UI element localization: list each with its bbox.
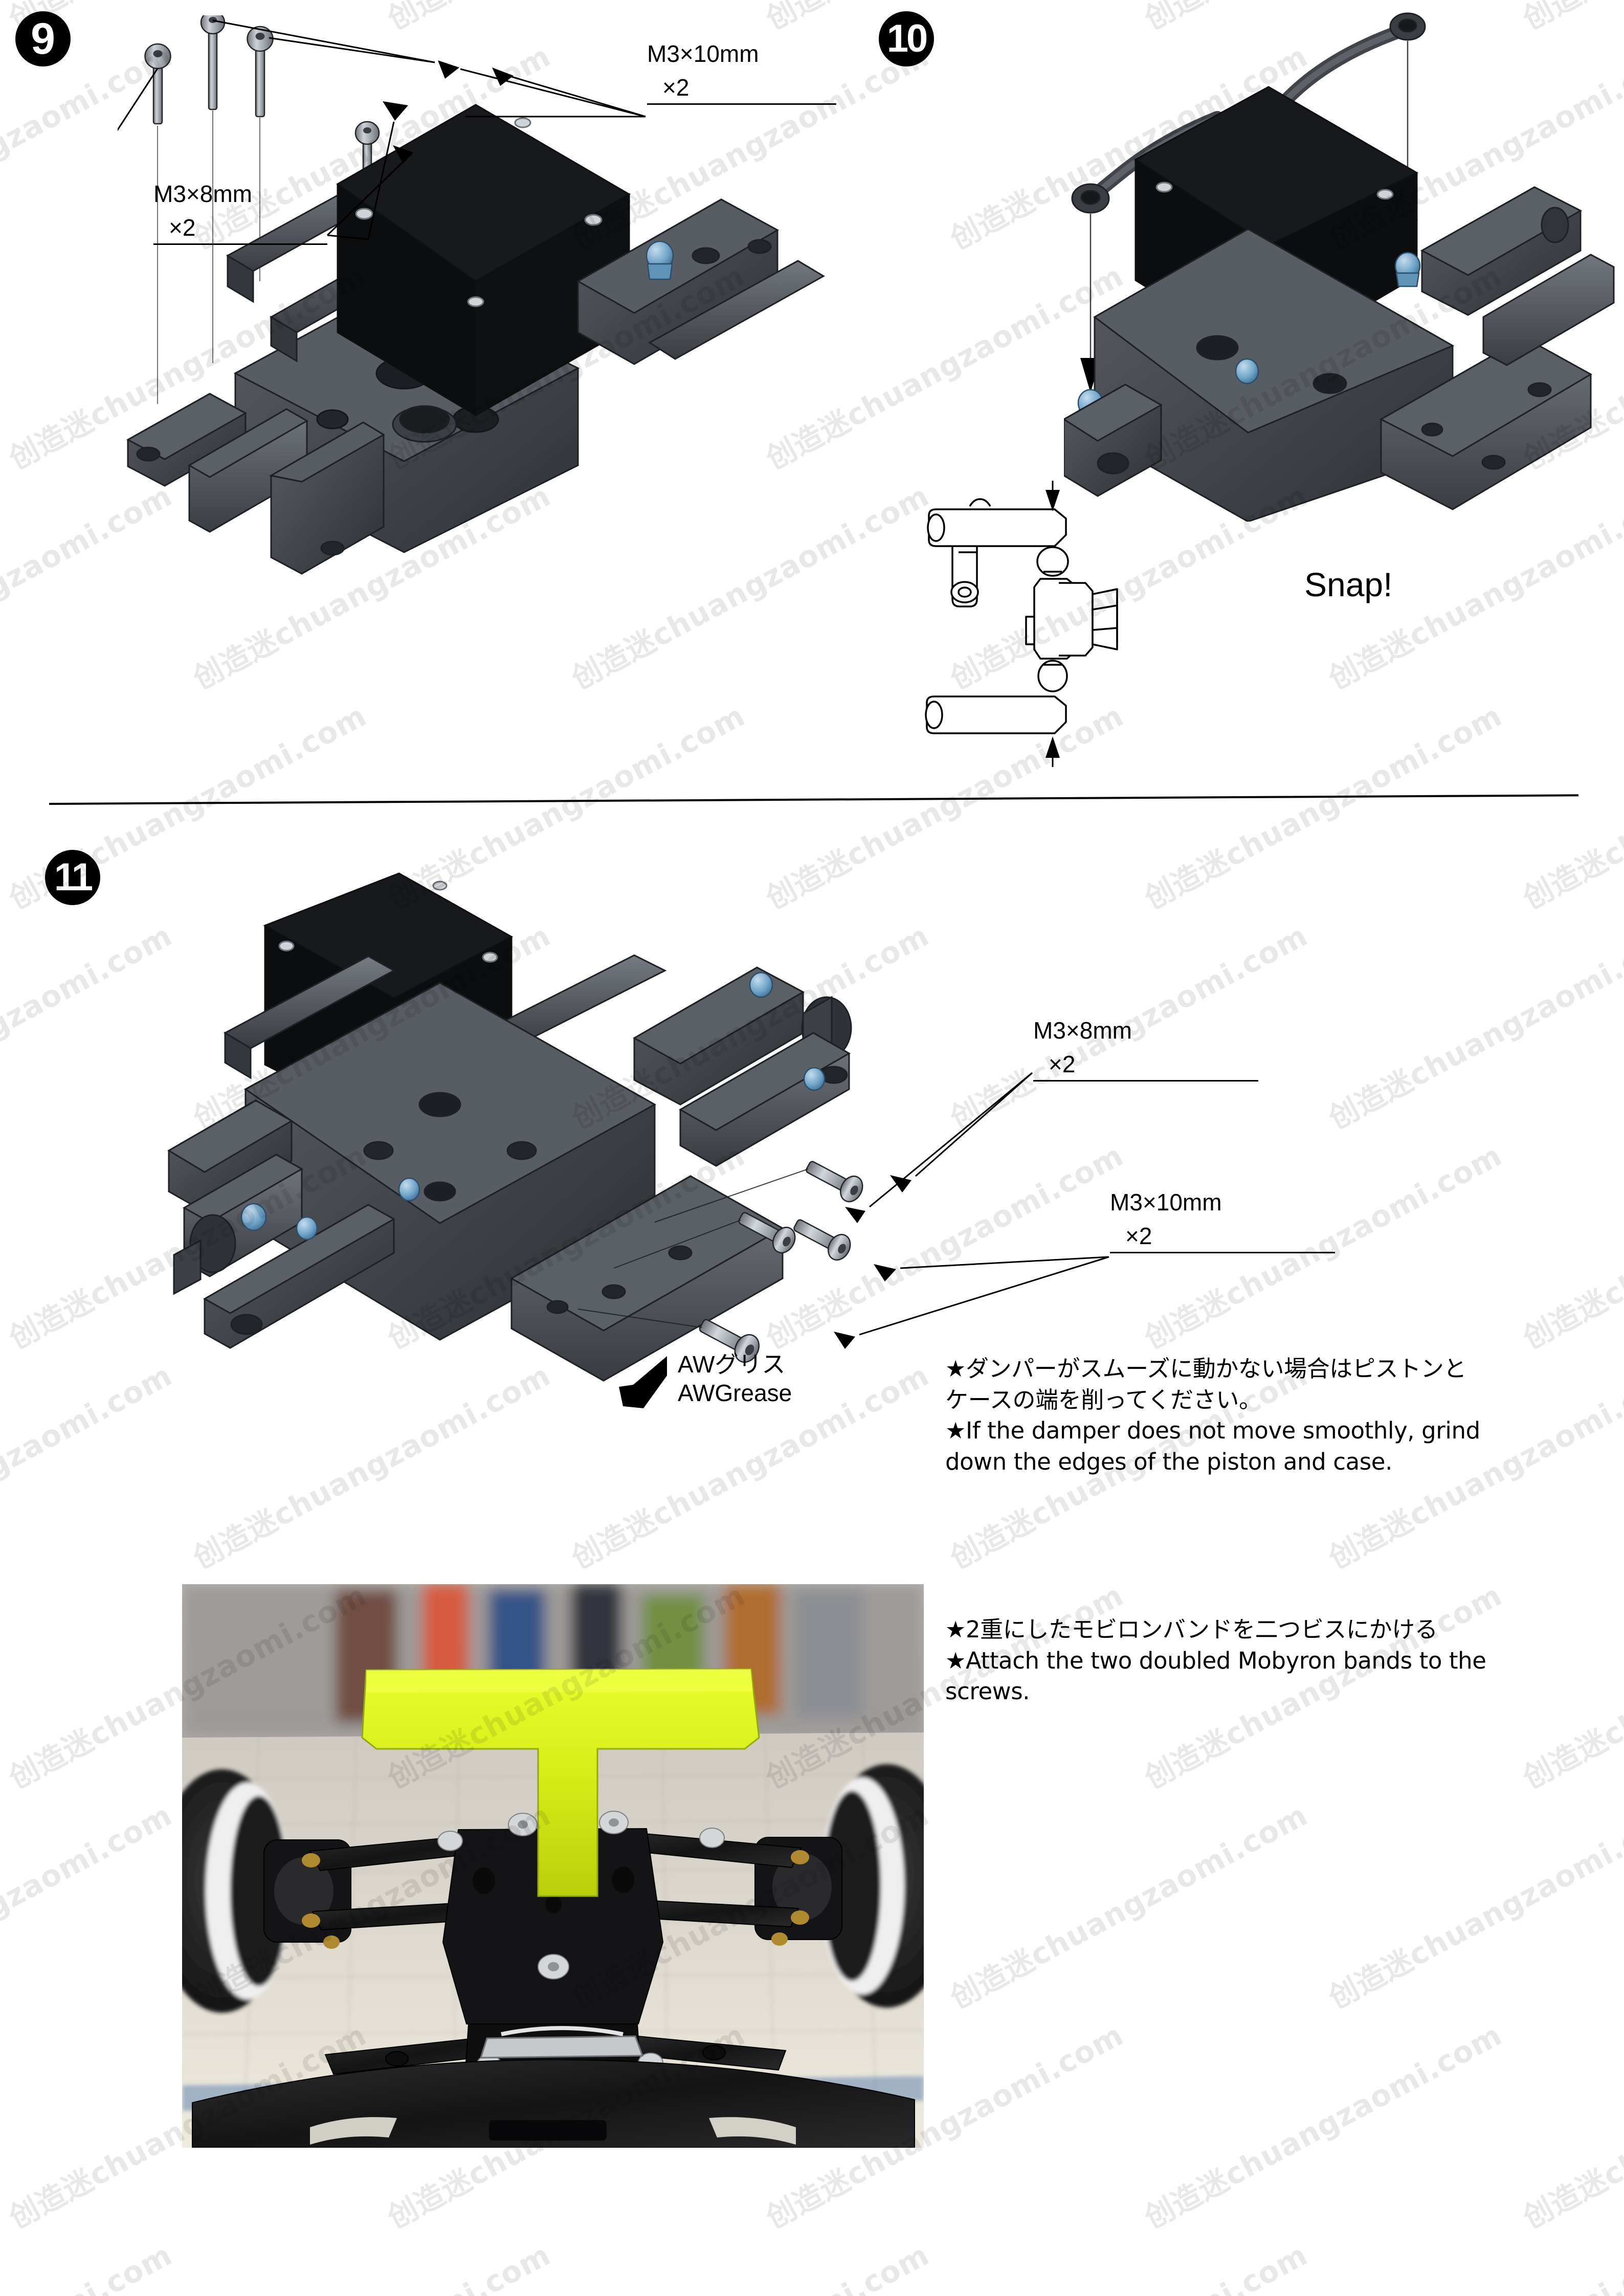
- snap-caption: Snap!: [1304, 566, 1393, 603]
- aw-grease-label-en: AWGrease: [678, 1380, 792, 1407]
- watermark-text: 创造迷chuangzaomi.com: [941, 2231, 1314, 2296]
- callout-rule: [1033, 1080, 1258, 1082]
- callout-qty: ×2: [169, 214, 196, 241]
- watermark-text: 创造迷chuangzaomi.com: [1320, 2231, 1624, 2296]
- watermark-text: 创造迷chuangzaomi.com: [0, 917, 178, 1136]
- watermark-text: 创造迷chuangzaomi.com: [0, 2231, 179, 2296]
- watermark-text: 创造迷chuangzaomi.com: [0, 1357, 178, 1576]
- note-line: down the edges of the piston and case.: [945, 1448, 1392, 1475]
- note-line: ケースの端を削ってください。: [945, 1386, 1262, 1413]
- watermark-text: 创造迷chuangzaomi.com: [1517, 697, 1624, 916]
- callout-label: M3×10mm: [1110, 1189, 1222, 1215]
- watermark-text: 创造迷chuangzaomi.com: [944, 1797, 1314, 2016]
- callout-label: M3×10mm: [647, 40, 759, 67]
- note-line: ★Attach the two doubled Mobyron bands to…: [945, 1647, 1486, 1674]
- step-10-assembly-drawing: [1064, 10, 1616, 522]
- step-badge-9: 9: [15, 11, 71, 66]
- aw-grease-label-ja: AWグリス: [678, 1351, 786, 1378]
- grease-applicator-icon: [619, 1356, 667, 1408]
- callout-qty: ×2: [1125, 1223, 1152, 1249]
- step-11-assembly-drawing: [153, 864, 931, 1437]
- note-line: ★2重にしたモビロンバンドを二つビスにかける: [945, 1616, 1438, 1643]
- watermark-text: 创造迷chuangzaomi.com: [1517, 2017, 1624, 2236]
- watermark-text: 创造迷chuangzaomi.com: [1517, 1137, 1624, 1356]
- note-damper: ★ダンパーがスムーズに動かない場合はピストンと ケースの端を削ってください。 ★…: [945, 1354, 1574, 1478]
- callout-label: M3×8mm: [1033, 1017, 1132, 1044]
- callout-qty: ×2: [1049, 1051, 1076, 1077]
- step-9-assembly-drawing: [118, 15, 834, 619]
- watermark-text: 创造迷chuangzaomi.com: [1139, 2017, 1508, 2236]
- callout-rule: [647, 103, 836, 105]
- callout-rule: [1110, 1252, 1335, 1253]
- watermark-text: 创造迷chuangzaomi.com: [1323, 917, 1624, 1136]
- note-line: ★If the damper does not move smoothly, g…: [945, 1417, 1480, 1444]
- callout-rule: [153, 243, 327, 245]
- callout-qty: ×2: [662, 74, 689, 101]
- watermark-text: 创造迷chuangzaomi.com: [184, 2231, 557, 2296]
- note-line: screws.: [945, 1678, 1030, 1705]
- assembly-reference-photo: [182, 1584, 924, 2148]
- step-badge-11: 11: [45, 850, 100, 905]
- watermark-text: 创造迷chuangzaomi.com: [0, 1797, 178, 2016]
- note-bands: ★2重にしたモビロンバンドを二つビスにかける ★Attach the two d…: [945, 1615, 1574, 1708]
- watermark-text: 创造迷chuangzaomi.com: [1323, 1797, 1624, 2016]
- section-divider: [49, 794, 1578, 805]
- callout-m3x8-step11: M3×8mm ×2: [1033, 1017, 1258, 1082]
- callout-m3x10-step11: M3×10mm ×2: [1110, 1188, 1335, 1253]
- note-line: ★ダンパーがスムーズに動かない場合はピストンと: [945, 1355, 1466, 1382]
- watermark-text: 创造迷chuangzaomi.com: [563, 2231, 936, 2296]
- callout-m3x8-step9: M3×8mm ×2: [153, 180, 327, 245]
- step-badge-10: 10: [879, 11, 934, 66]
- callout-m3x10-step9: M3×10mm ×2: [647, 40, 836, 105]
- aw-grease-label: AWグリス AWGrease: [678, 1350, 792, 1407]
- callout-label: M3×8mm: [153, 181, 252, 207]
- snap-detail-drawing: [921, 481, 1320, 777]
